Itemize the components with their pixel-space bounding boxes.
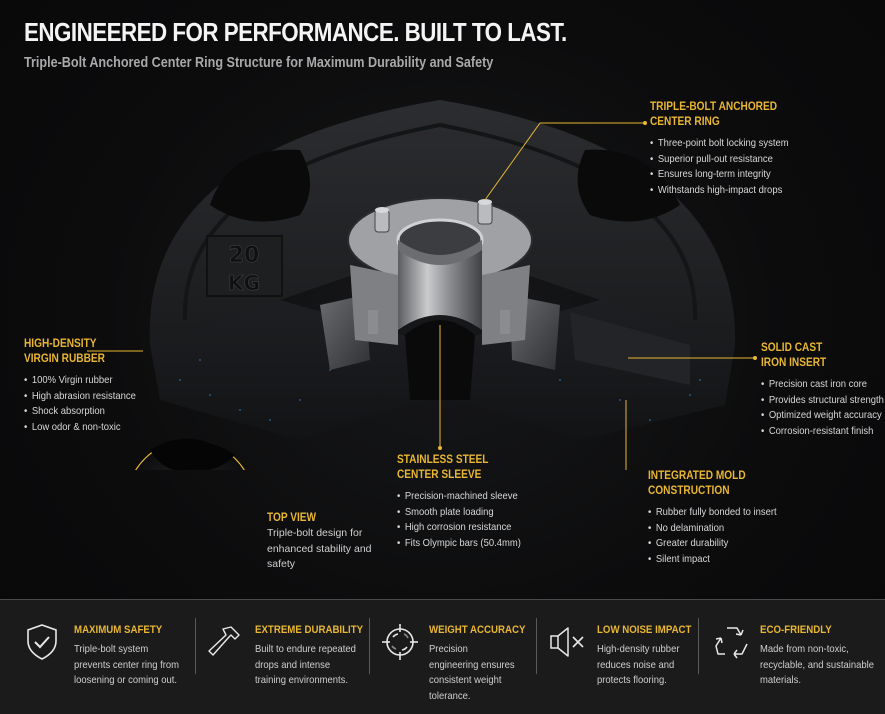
- feature-title: MAXIMUM SAFETY: [74, 624, 163, 636]
- bullet-item: Withstands high-impact drops: [650, 183, 789, 199]
- feature-extreme-durability: EXTREME DURABILITY Built to endure repea…: [205, 620, 367, 700]
- recycle-icon: [715, 627, 748, 659]
- bullet-item: Superior pull-out resistance: [650, 152, 789, 168]
- bullet-list: 100% Virgin rubber High abrasion resista…: [24, 373, 148, 435]
- feature-description: High-density rubber reduces noise and pr…: [597, 643, 680, 686]
- feature-low-noise-impact: LOW NOISE IMPACT High-density rubber red…: [548, 620, 696, 700]
- bullet-item: High corrosion resistance: [397, 520, 521, 536]
- divider: [195, 618, 196, 674]
- bullet-item: Rubber fully bonded to insert: [648, 505, 777, 521]
- divider: [698, 618, 699, 674]
- bullet-list: Three-point bolt locking system Superior…: [650, 136, 804, 198]
- callout-sleeve: STAINLESS STEEL CENTER SLEEVE Precision-…: [397, 453, 535, 551]
- page-subtitle: Triple-Bolt Anchored Center Ring Structu…: [24, 54, 494, 71]
- divider: [369, 618, 370, 674]
- bullet-item: Smooth plate loading: [397, 505, 521, 521]
- bullet-item: Ensures long-term integrity: [650, 167, 789, 183]
- feature-eco-friendly: ECO-FRIENDLY Made from non-toxic, recycl…: [712, 620, 882, 700]
- divider: [536, 618, 537, 674]
- bullet-item: Corrosion-resistant finish: [761, 424, 884, 440]
- feature-maximum-safety: MAXIMUM SAFETY Triple-bolt system preven…: [22, 620, 192, 700]
- speaker-mute-icon: [550, 627, 584, 657]
- callout-title: SOLID CAST: [761, 342, 823, 354]
- bullet-item: Three-point bolt locking system: [650, 136, 789, 152]
- bullet-list: Precision cast iron core Provides struct…: [761, 377, 885, 439]
- hammer-icon: [208, 626, 240, 656]
- svg-text:20: 20: [229, 243, 260, 268]
- bullet-item: Low odor & non-toxic: [24, 420, 136, 436]
- feature-title: WEIGHT ACCURACY: [429, 624, 526, 636]
- callout-center-ring: TRIPLE-BOLT ANCHORED CENTER RING Three-p…: [650, 100, 804, 198]
- shield-check-icon: [27, 624, 57, 660]
- bullet-item: Silent impact: [648, 552, 777, 568]
- feature-title: ECO-FRIENDLY: [760, 624, 832, 636]
- callout-title: STAINLESS STEEL: [397, 454, 489, 466]
- callout-title: HIGH-DENSITY: [24, 338, 97, 350]
- callout-top-view: TOP VIEW Triple-bolt design for enhanced…: [267, 512, 377, 573]
- callout-title: CENTER SLEEVE: [397, 469, 482, 481]
- feature-title: EXTREME DURABILITY: [255, 624, 364, 636]
- bullet-item: Precision cast iron core: [761, 377, 884, 393]
- feature-title: LOW NOISE IMPACT: [597, 624, 692, 636]
- bullet-item: Optimized weight accuracy: [761, 408, 884, 424]
- page-title: ENGINEERED FOR PERFORMANCE. BUILT TO LAS…: [24, 17, 567, 47]
- callout-title: CENTER RING: [650, 116, 720, 128]
- bullet-item: Fits Olympic bars (50.4mm): [397, 536, 521, 552]
- callout-description: Triple-bolt design for enhanced stabilit…: [267, 527, 372, 570]
- crosshair-icon: [382, 624, 418, 660]
- callout-title: CONSTRUCTION: [648, 485, 730, 497]
- bullet-item: Greater durability: [648, 536, 777, 552]
- bullet-item: Shock absorption: [24, 404, 136, 420]
- plate-cutaway-image: 20 KG: [87, 100, 757, 470]
- feature-description: Triple-bolt system prevents center ring …: [74, 643, 180, 686]
- bullet-item: No delamination: [648, 521, 777, 537]
- bullet-list: Rubber fully bonded to insert No delamin…: [648, 505, 791, 567]
- callout-title: IRON INSERT: [761, 357, 827, 369]
- callout-iron-insert: SOLID CAST IRON INSERT Precision cast ir…: [761, 341, 885, 439]
- feature-weight-accuracy: WEIGHT ACCURACY Precision engineering en…: [380, 620, 530, 702]
- feature-description: Precision engineering ensures consistent…: [429, 643, 515, 702]
- callout-mold: INTEGRATED MOLD CONSTRUCTION Rubber full…: [648, 469, 791, 567]
- callout-title: TRIPLE-BOLT ANCHORED: [650, 101, 778, 113]
- callout-rubber: HIGH-DENSITY VIRGIN RUBBER 100% Virgin r…: [24, 337, 148, 435]
- svg-text:KG: KG: [228, 271, 260, 295]
- bullet-item: Precision-machined sleeve: [397, 489, 521, 505]
- feature-description: Built to endure repeated drops and inten…: [255, 643, 356, 686]
- callout-title: INTEGRATED MOLD: [648, 470, 746, 482]
- callout-title: VIRGIN RUBBER: [24, 353, 105, 365]
- feature-description: Made from non-toxic, recyclable, and sus…: [760, 643, 875, 686]
- bullet-item: 100% Virgin rubber: [24, 373, 136, 389]
- bullet-item: High abrasion resistance: [24, 389, 136, 405]
- bullet-list: Precision-machined sleeve Smooth plate l…: [397, 489, 535, 551]
- bullet-item: Provides structural strength: [761, 393, 884, 409]
- callout-title: TOP VIEW: [267, 512, 317, 524]
- features-bar: MAXIMUM SAFETY Triple-bolt system preven…: [0, 599, 885, 714]
